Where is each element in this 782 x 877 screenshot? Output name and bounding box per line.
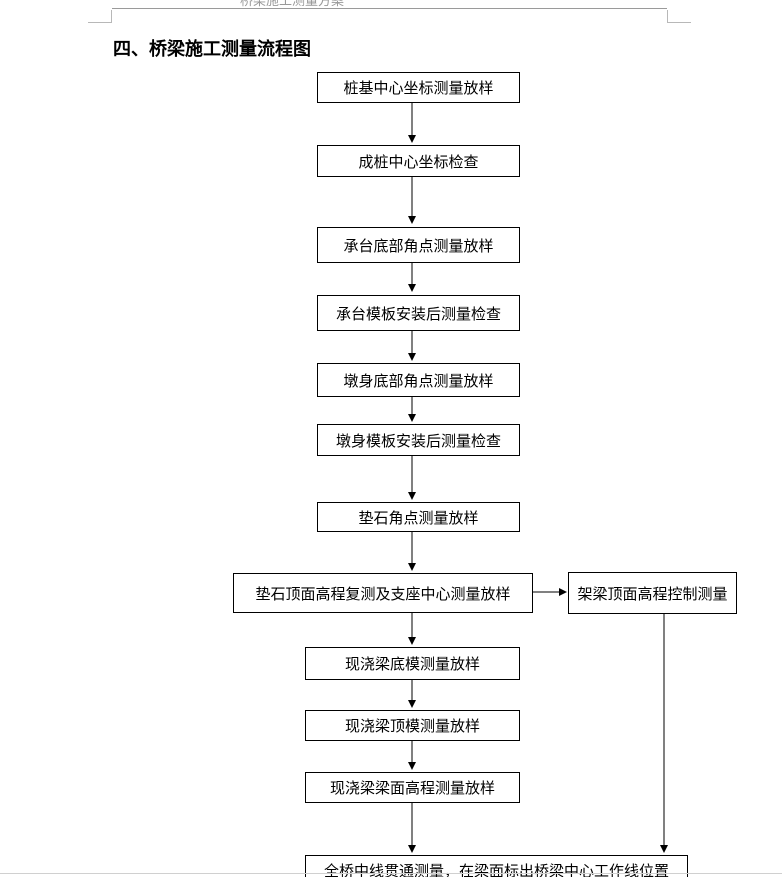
section-title: 四、桥梁施工测量流程图 [113, 39, 311, 60]
margin-corner-mark-right [667, 10, 691, 23]
flow-step-1: 桩基中心坐标测量放样 [317, 72, 520, 103]
flow-step-4: 承台模板安装后测量检查 [317, 295, 520, 331]
flow-step-11: 现浇梁梁面高程测量放样 [305, 772, 520, 803]
flow-step-3: 承台底部角点测量放样 [317, 227, 520, 263]
flow-step-2: 成桩中心坐标检查 [317, 145, 520, 177]
margin-corner-mark-left [88, 10, 112, 23]
page-header-text: 桥梁施工测量方案 [240, 0, 345, 9]
header-rule [112, 8, 667, 9]
flow-step-6: 墩身模板安装后测量检查 [317, 424, 520, 456]
flow-step-7: 垫石角点测量放样 [317, 502, 520, 532]
page-bottom-edge [0, 873, 782, 874]
flow-step-8: 垫石顶面高程复测及支座中心测量放样 [233, 573, 533, 613]
flow-step-9: 现浇梁底模测量放样 [305, 647, 520, 680]
flow-side-step: 架梁顶面高程控制测量 [568, 572, 737, 614]
flow-step-5: 墩身底部角点测量放样 [317, 363, 520, 397]
flow-step-10: 现浇梁顶模测量放样 [305, 710, 520, 741]
